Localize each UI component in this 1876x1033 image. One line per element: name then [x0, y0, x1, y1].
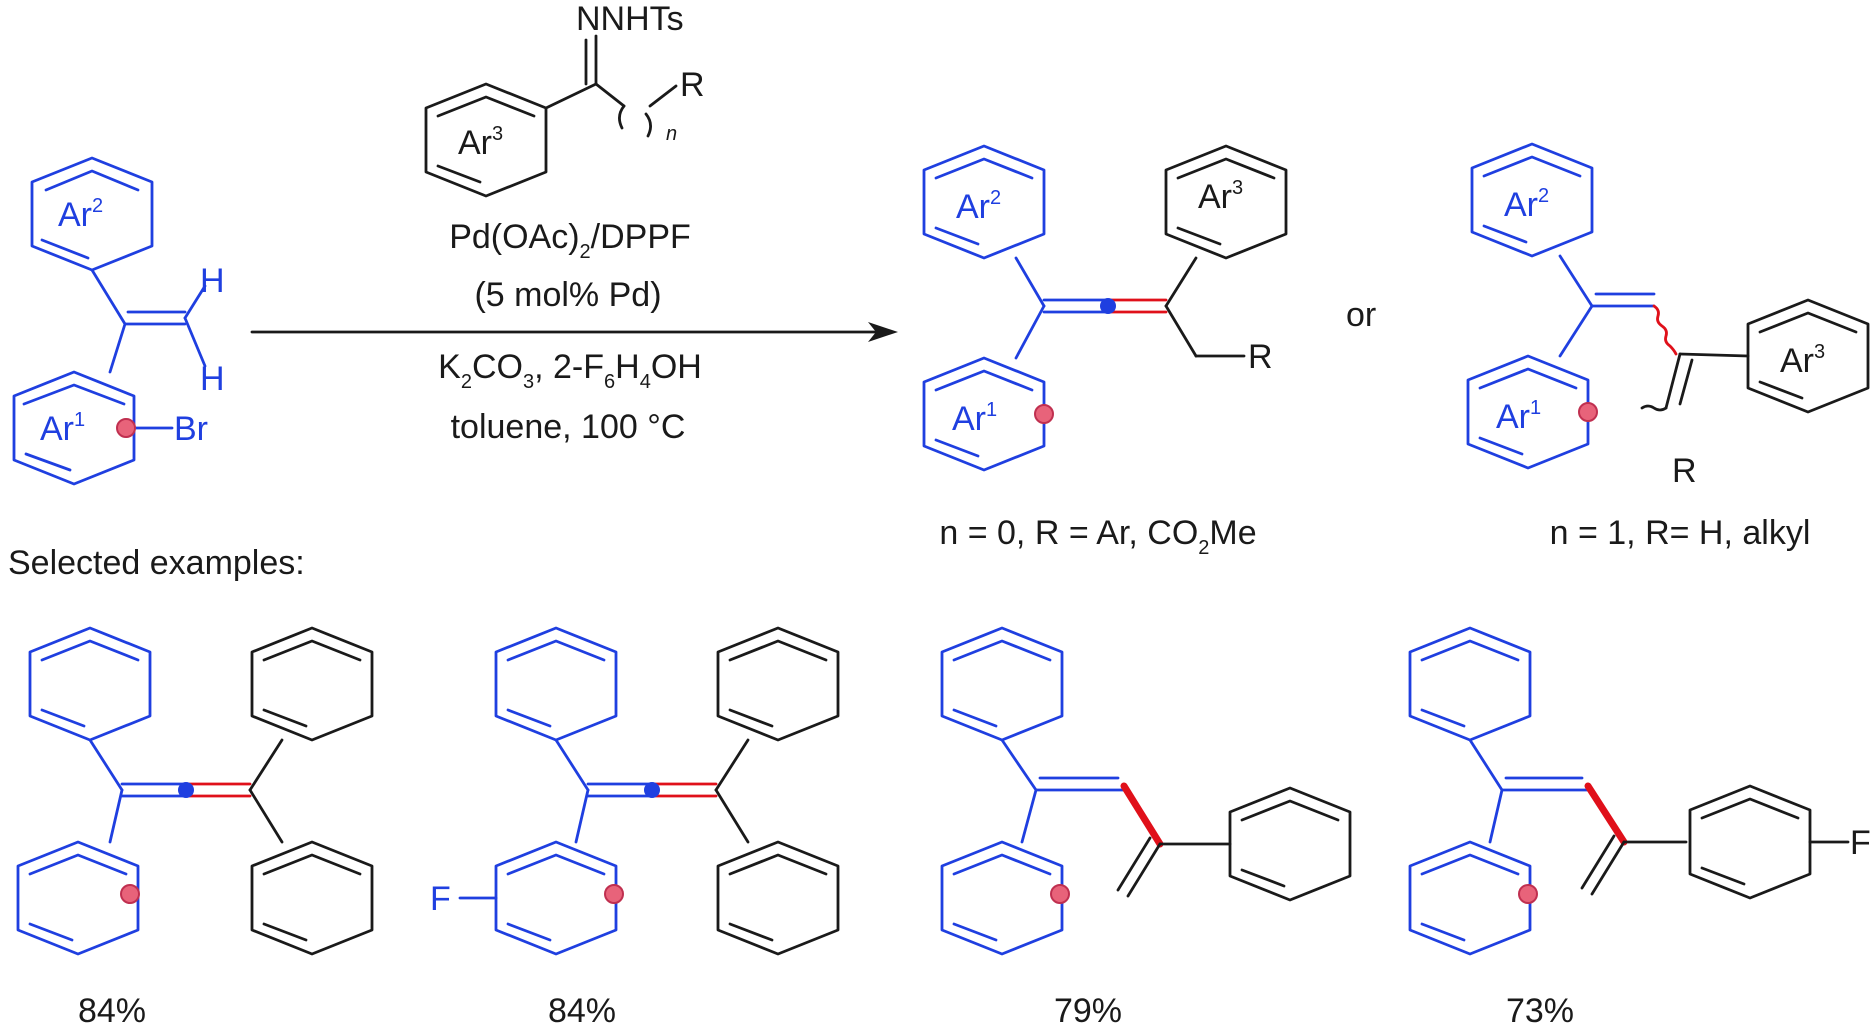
allene-ar3-label: Ar3	[1198, 177, 1243, 216]
example-2-fluoro-label: F	[430, 880, 451, 918]
example-4: F 73%	[1408, 626, 1871, 1030]
diene-product: Ar2 Ar3 Ar1 R n = 1, R= H, alkyl	[1466, 142, 1870, 552]
catalyst-label: Pd(OAc)2/DPPF	[449, 218, 691, 263]
arrowhead	[868, 322, 898, 342]
allene-ar3-ring	[1164, 144, 1288, 260]
diene-ar2-label: Ar2	[1504, 185, 1549, 224]
reagent-r-label: R	[680, 66, 705, 104]
allene-ar1-label: Ar1	[952, 399, 997, 438]
example-3: 79%	[940, 626, 1352, 1030]
br-label: Br	[174, 410, 208, 448]
diene-r-label: R	[1672, 452, 1697, 490]
examples-heading: Selected examples:	[8, 544, 305, 582]
allene-ar2-label: Ar2	[956, 187, 1001, 226]
example-1-yield: 84%	[78, 992, 146, 1030]
base-label: K2CO3, 2-F6H4OH	[438, 348, 702, 393]
diene-activation-site	[1578, 402, 1598, 422]
ar3-label: Ar3	[458, 123, 503, 162]
example-2-yield: 84%	[548, 992, 616, 1030]
diene-caption: n = 1, R= H, alkyl	[1550, 514, 1811, 552]
example-2: F 84%	[430, 626, 840, 1030]
allene-r-label: R	[1248, 338, 1273, 376]
ch-activation-site	[116, 418, 136, 438]
h-label-bottom: H	[200, 360, 225, 398]
loading-label: (5 mol% Pd)	[474, 276, 661, 314]
diene-ar1-label: Ar1	[1496, 397, 1541, 436]
nnhts-label: NNHTs	[576, 0, 684, 38]
or-connector: or	[1346, 296, 1376, 334]
allene-ar2-ring	[922, 144, 1046, 260]
ar1-label: Ar1	[40, 409, 85, 448]
example-4-fluoro-label: F	[1850, 824, 1871, 862]
starting-material: Ar2 Ar1 H H Br	[12, 156, 225, 486]
diene-wavy-bond	[1652, 304, 1678, 356]
allene-ar1-ring	[922, 356, 1046, 472]
example-3-new-bond	[1120, 782, 1164, 848]
allene-carbene-carbon	[1100, 298, 1116, 314]
example-4-new-bond	[1584, 782, 1628, 846]
diene-ar3-ring	[1746, 298, 1870, 414]
diene-ar3-label: Ar3	[1780, 341, 1825, 380]
allene-product: Ar2 Ar3 Ar1 R n = 0, R = Ar, CO2Me	[922, 144, 1288, 559]
diene-ar1-ring	[1466, 354, 1590, 470]
solvent-label: toluene, 100 °C	[451, 408, 686, 446]
ar2-label: Ar2	[58, 195, 103, 234]
allene-caption: n = 0, R = Ar, CO2Me	[939, 514, 1256, 559]
example-4-yield: 73%	[1506, 992, 1574, 1030]
example-1: 84%	[16, 626, 374, 1030]
hydrazone-reagent: NNHTs R n Ar3	[424, 0, 705, 198]
reagent-n-label: n	[666, 123, 677, 145]
ar1-ring	[12, 370, 136, 486]
reaction-conditions: Pd(OAc)2/DPPF (5 mol% Pd) K2CO3, 2-F6H4O…	[250, 218, 898, 446]
example-3-yield: 79%	[1054, 992, 1122, 1030]
h-label-top: H	[200, 262, 225, 300]
diene-ar2-ring	[1470, 142, 1594, 258]
allene-activation-site	[1034, 404, 1054, 424]
